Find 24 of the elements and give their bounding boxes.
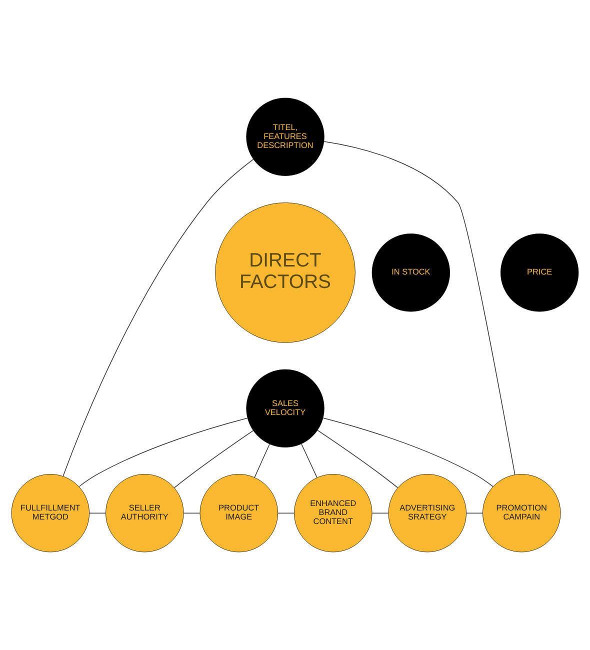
connector xyxy=(254,444,270,478)
connector xyxy=(183,512,200,514)
node-circle: ENHANCED BRAND CONTENT xyxy=(294,474,372,552)
connector xyxy=(317,430,398,488)
connector xyxy=(466,512,483,514)
connector xyxy=(324,141,516,476)
node-circle: DIRECT FACTORS xyxy=(215,202,356,343)
node-circle: FULLFILLMENT METGOD xyxy=(11,474,90,552)
connector xyxy=(278,512,294,514)
node-circle: IN STOCK xyxy=(372,234,450,312)
node-circle: SELLER AUTHORITY xyxy=(106,474,184,552)
node-circle: PROMOTION CAMPAIN xyxy=(482,474,561,552)
connector xyxy=(301,444,318,478)
node-circle: ADVERTISING SRATEGY xyxy=(388,474,466,552)
node-circle: PRICE xyxy=(500,234,579,312)
connector xyxy=(322,418,494,488)
node-circle: TITEL, FEATURES DESCRIPTION xyxy=(246,98,324,176)
node-circle: PRODUCT IMAGE xyxy=(200,474,278,552)
connector xyxy=(62,158,254,477)
connector xyxy=(89,512,106,514)
connector xyxy=(174,430,254,488)
connector xyxy=(372,512,389,514)
node-circle: SALES VELOCITY xyxy=(246,369,324,448)
connector xyxy=(78,418,248,487)
